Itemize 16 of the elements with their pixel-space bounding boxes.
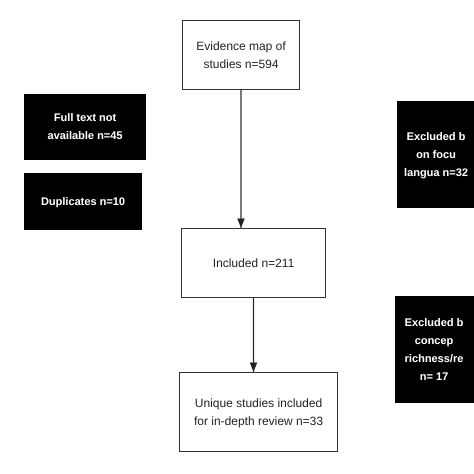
excluded-box [397, 101, 474, 208]
box-text: Evidence map of studies n=594 [195, 38, 287, 73]
excluded-box [24, 94, 146, 160]
excluded-box [395, 296, 474, 403]
process-box [181, 228, 326, 298]
box-text: Unique studies included for in-depth review n=33 [192, 395, 324, 430]
process-box [182, 20, 300, 90]
arrow [250, 298, 258, 372]
box-text: Duplicates n=10 [40, 194, 126, 210]
box-text: Excluded b on focu langua n=32 [403, 130, 469, 180]
box-text: Excluded b concep richness/re n= 17 [404, 316, 464, 384]
box-text: Included n=211 [212, 255, 294, 272]
box-text: Full text not available n=45 [46, 111, 124, 144]
process-box [179, 372, 338, 452]
excluded-box [24, 173, 142, 230]
arrow [237, 90, 245, 228]
